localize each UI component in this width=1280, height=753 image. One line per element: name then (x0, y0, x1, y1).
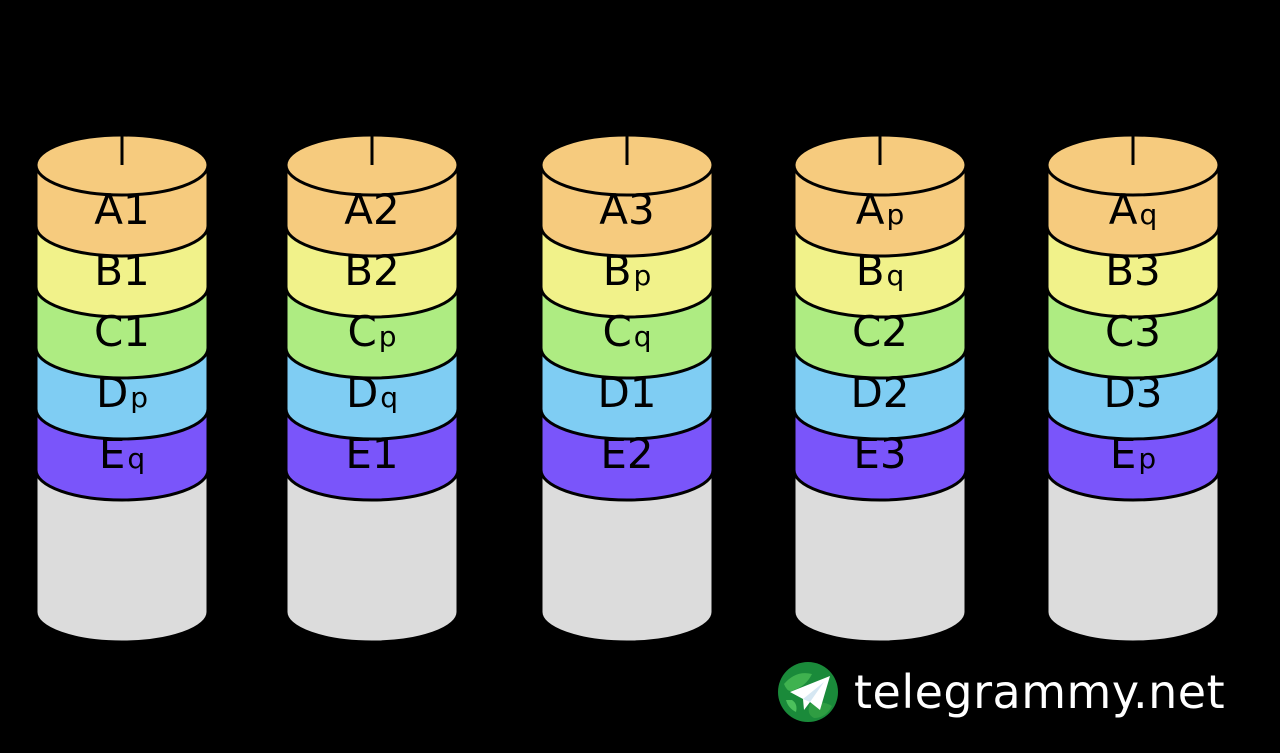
block-label-main: D (96, 368, 128, 417)
disk-body (539, 468, 715, 644)
block-label: C3 (1105, 307, 1161, 356)
block-label-main: D (346, 368, 378, 417)
block-label: D2 (850, 368, 909, 417)
disk-body (284, 468, 460, 644)
telegram-globe-icon (778, 662, 838, 722)
block-label: Eq (99, 429, 145, 478)
block-label-main: B (856, 246, 885, 295)
block-label: Bp (603, 246, 652, 295)
disk-body (1045, 468, 1221, 644)
block-label-main: B (603, 246, 632, 295)
block-label-main: B3 (1105, 246, 1161, 295)
block-label-main: E (99, 429, 126, 478)
block-label-sub: p (886, 198, 904, 231)
block-label: E1 (345, 429, 398, 478)
watermark: telegrammy.net (776, 660, 1225, 724)
block-label-main: E (1110, 429, 1137, 478)
block-label: C1 (94, 307, 150, 356)
block-label: B3 (1105, 246, 1161, 295)
block-label-sub: q (127, 442, 145, 475)
block-label: Aq (1109, 185, 1158, 234)
block-label-main: C2 (852, 307, 908, 356)
block-label: D3 (1103, 368, 1162, 417)
block-label: A1 (94, 185, 149, 234)
block-label: B2 (344, 246, 400, 295)
block-label-main: D1 (597, 368, 656, 417)
block-label-sub: p (130, 381, 148, 414)
disk-body (792, 468, 968, 644)
block-label: Ep (1110, 429, 1156, 478)
block-label-main: E2 (600, 429, 653, 478)
block-label: Cq (602, 307, 651, 356)
block-label: Cp (347, 307, 396, 356)
block-label-main: A3 (599, 185, 654, 234)
block-label-main: B1 (94, 246, 150, 295)
block-label-sub: q (634, 320, 652, 353)
block-label: E2 (600, 429, 653, 478)
block-label-main: C1 (94, 307, 150, 356)
block-label: Ap (856, 185, 905, 234)
block-label-sub: p (634, 259, 652, 292)
block-label-main: A (856, 185, 885, 234)
block-label-main: D3 (1103, 368, 1162, 417)
block-label-main: C (347, 307, 376, 356)
disk-body (34, 468, 210, 644)
block-label-sub: p (379, 320, 397, 353)
block-label-sub: q (380, 381, 398, 414)
watermark-text: telegrammy.net (854, 665, 1226, 719)
block-label-main: D2 (850, 368, 909, 417)
block-label-main: E3 (853, 429, 906, 478)
block-label-main: A2 (344, 185, 399, 234)
block-label-sub: q (887, 259, 905, 292)
block-label: Bq (856, 246, 905, 295)
block-label: E3 (853, 429, 906, 478)
block-label: A3 (599, 185, 654, 234)
block-label: B1 (94, 246, 150, 295)
block-label-main: A1 (94, 185, 149, 234)
block-label-main: B2 (344, 246, 400, 295)
block-label-main: E1 (345, 429, 398, 478)
block-label: C2 (852, 307, 908, 356)
block-label-main: C (602, 307, 631, 356)
block-label-sub: q (1139, 198, 1157, 231)
block-label-main: A (1109, 185, 1138, 234)
block-label: Dp (96, 368, 148, 417)
block-label: A2 (344, 185, 399, 234)
block-label-sub: p (1138, 442, 1156, 475)
block-label-main: C3 (1105, 307, 1161, 356)
block-label: Dq (346, 368, 398, 417)
block-label: D1 (597, 368, 656, 417)
